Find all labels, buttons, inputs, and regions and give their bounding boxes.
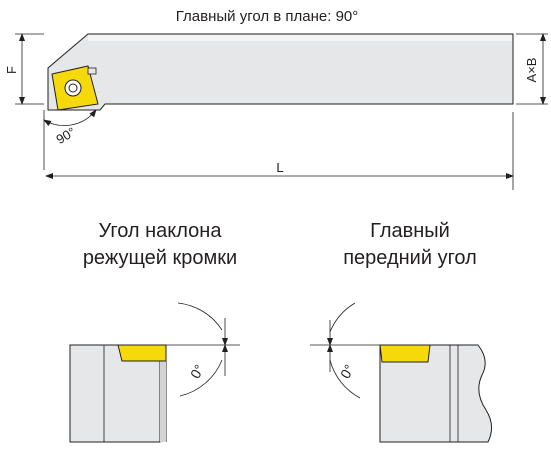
dimension-axb: A×B xyxy=(516,33,548,105)
screw-icon xyxy=(64,79,82,97)
plan-angle-indicator: 90° xyxy=(43,109,97,170)
dim-axb-label: A×B xyxy=(524,58,539,83)
dim-l-label: L xyxy=(276,160,283,175)
right-insert xyxy=(379,344,431,363)
right-angle-label: 0° xyxy=(337,362,358,382)
title: Главный угол в плане: 90° xyxy=(176,8,359,25)
left-insert xyxy=(117,344,167,362)
dimension-f: F xyxy=(4,33,44,105)
left-caption-line1: Угол наклона xyxy=(99,220,223,242)
left-caption-line2: режущей кромки xyxy=(83,247,237,269)
holder-top-view xyxy=(47,33,514,111)
dimension-l: L xyxy=(45,112,514,190)
plan-angle-label: 90° xyxy=(53,124,78,147)
left-side-view: 0° xyxy=(69,302,240,443)
right-caption-line1: Главный xyxy=(370,220,450,242)
holder-highlight xyxy=(88,35,512,41)
dim-f-label: F xyxy=(4,66,19,74)
left-angle-label: 0° xyxy=(187,362,208,382)
right-caption-line2: передний угол xyxy=(343,247,477,269)
right-side-view: 0° xyxy=(310,302,492,443)
holder-body xyxy=(47,33,514,111)
